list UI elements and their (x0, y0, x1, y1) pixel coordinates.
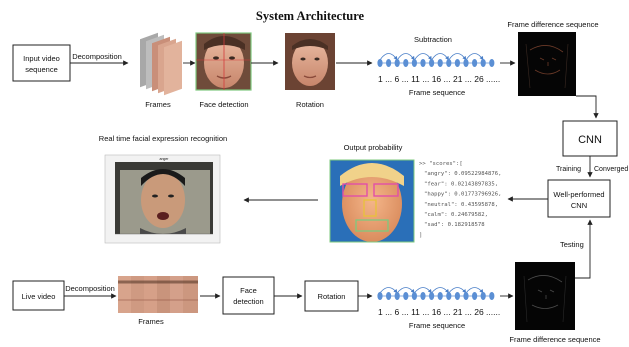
live-video-box: Live video (12, 280, 65, 311)
arrow-diff-to-cnn (576, 95, 599, 119)
frame-node (377, 59, 383, 67)
well-performed-cnn-box: Well-performed CNN (547, 179, 611, 218)
frame-node (394, 292, 400, 300)
probability-line: "happy": 0.01773796926, (424, 192, 501, 198)
frame-node (480, 292, 486, 300)
realtime-plot-title: anger (160, 157, 170, 161)
output-probability-label: Output probability (344, 143, 403, 152)
frame-node (463, 292, 469, 300)
frame-sequence-bottom (377, 287, 495, 300)
probability-line: "calm": 0.24679582, (424, 212, 488, 218)
subtraction-arc (465, 53, 484, 61)
subtraction-arc (379, 53, 398, 61)
frame-node (463, 59, 469, 67)
frame-node (454, 292, 460, 300)
subtraction-arc (414, 53, 432, 61)
rotation-box-bottom: Rotation (304, 280, 359, 312)
sequence-arc (448, 287, 467, 294)
input-video-label-line1: Input video (23, 54, 60, 63)
probability-line: "neutral": 0.43595878, (424, 202, 498, 208)
live-video-label: Live video (22, 292, 56, 301)
frame-node (403, 59, 409, 67)
face-detection-label-bottom-line1: Face (240, 286, 257, 295)
frame-node (446, 292, 452, 300)
face-detection-label-top: Face detection (199, 100, 248, 109)
diagram-title: System Architecture (256, 9, 365, 23)
frame-sequence-label-top: Frame sequence (409, 88, 465, 97)
frame-node (472, 292, 478, 300)
frame-node (429, 292, 435, 300)
frame-node (429, 59, 435, 67)
input-video-label-line2: sequence (25, 65, 58, 74)
probability-line: >> "scores":[ (419, 161, 463, 167)
rotation-label-top: Rotation (296, 100, 324, 109)
subtraction-arc (396, 53, 415, 61)
frame-node (377, 292, 383, 300)
frame-node (420, 292, 426, 300)
face-detection-box-bottom: Face detection (222, 276, 275, 315)
probability-line: ] (419, 232, 422, 238)
rotation-image (285, 33, 335, 90)
well-performed-label-line1: Well-performed (553, 190, 604, 199)
rotation-label-bottom: Rotation (318, 292, 346, 301)
frames-strip-bottom (118, 276, 198, 313)
frame-node (480, 59, 486, 67)
frame-node (411, 59, 417, 67)
sequence-arc (431, 287, 450, 294)
frame-sequence-label-bottom: Frame sequence (409, 321, 465, 330)
frames-label-bottom: Frames (138, 317, 164, 326)
subtraction-label: Subtraction (414, 35, 452, 44)
frame-node (403, 292, 409, 300)
output-face-image (329, 159, 415, 243)
face-detection-image (195, 32, 252, 91)
frame-node (420, 59, 426, 67)
frame-node (386, 292, 392, 300)
sequence-numbers-top: 1 ... 6 ... 11 ... 16 ... 21 ... 26 ....… (378, 74, 500, 84)
frame-difference-image-bottom (515, 262, 575, 330)
frame-node (489, 59, 495, 67)
realtime-plot: anger (104, 154, 221, 244)
input-video-box: Input video sequence (12, 44, 71, 82)
frame-node (454, 59, 460, 67)
frames-label-top: Frames (145, 100, 171, 109)
frames-stack-top (140, 32, 182, 96)
cnn-box: CNN (562, 120, 618, 157)
frame-node (472, 59, 478, 67)
frame-difference-label-bottom: Frame difference sequence (509, 335, 600, 344)
frame-node (394, 59, 400, 67)
decomposition-label-top: Decomposition (72, 52, 122, 61)
training-label: Training (556, 166, 581, 173)
frame-node (489, 292, 495, 300)
frame-sequence-top (377, 53, 495, 67)
sequence-numbers-bottom: 1 ... 6 ... 11 ... 16 ... 21 ... 26 ....… (378, 307, 500, 317)
well-performed-label-line2: CNN (571, 201, 587, 210)
probability-line: "sad": 0.182918578 (424, 222, 485, 228)
sequence-arc (414, 287, 432, 294)
frame-node (411, 292, 417, 300)
frame-node (446, 59, 452, 67)
frame-node (437, 59, 443, 67)
frame-difference-label-top: Frame difference sequence (507, 20, 598, 29)
decomposition-label-bottom: Decomposition (65, 284, 115, 293)
arrow-diff-to-wellperformed (575, 219, 593, 279)
cnn-label: CNN (578, 134, 602, 146)
realtime-recognition-title: Real time facial expression recognition (99, 134, 227, 143)
frame-node (386, 59, 392, 67)
subtraction-arc (431, 53, 450, 61)
testing-label: Testing (560, 240, 584, 249)
probability-line: "angry": 0.09522984876, (424, 171, 501, 177)
sequence-arc (396, 287, 415, 294)
probability-output-text: >> "scores":[ "angry": 0.09522984876, "fea… (419, 161, 501, 238)
subtraction-arc (448, 53, 467, 61)
sequence-arc (465, 287, 484, 294)
probability-line: "fear": 0.02143897835, (424, 181, 498, 187)
sequence-arc (379, 287, 398, 294)
frame-difference-image-top (518, 32, 576, 96)
face-detection-label-bottom-line2: detection (233, 297, 263, 306)
converged-label: Converged (594, 166, 628, 173)
frame-node (437, 292, 443, 300)
